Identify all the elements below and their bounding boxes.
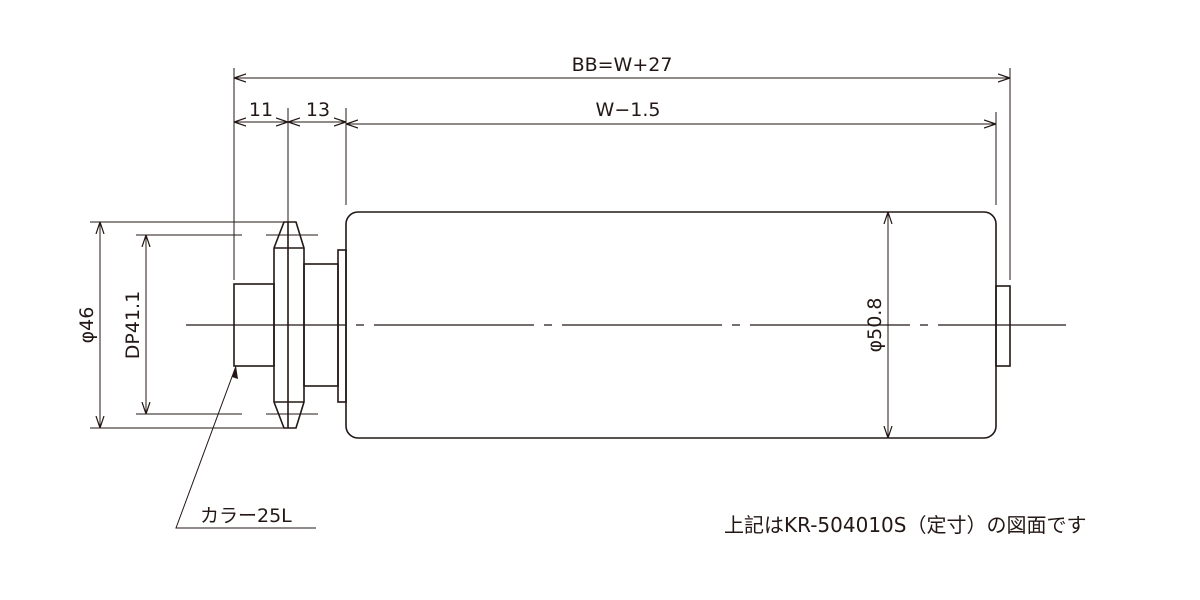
dim-collar-label: 11 [249,99,273,121]
collar-leader-arrow [232,366,238,379]
roller-end-cap [337,249,347,403]
drawing-note: 上記はKR-504010S（定寸）の図面です [724,513,1086,537]
dim-overall-label: BB=W+27 [572,54,673,76]
right-shaft-end [995,285,1011,367]
dim-roller-length-label: W−1.5 [596,99,661,121]
dim-roller-diameter-label: φ50.8 [864,298,886,353]
dim-gap-label: 13 [306,99,330,121]
collar-leader-line [175,365,316,529]
dim-pitch-diameter-label: DP41.1 [122,291,144,359]
dim-outer-diameter-label: φ46 [76,307,98,344]
collar-label: カラー25L [200,505,292,527]
